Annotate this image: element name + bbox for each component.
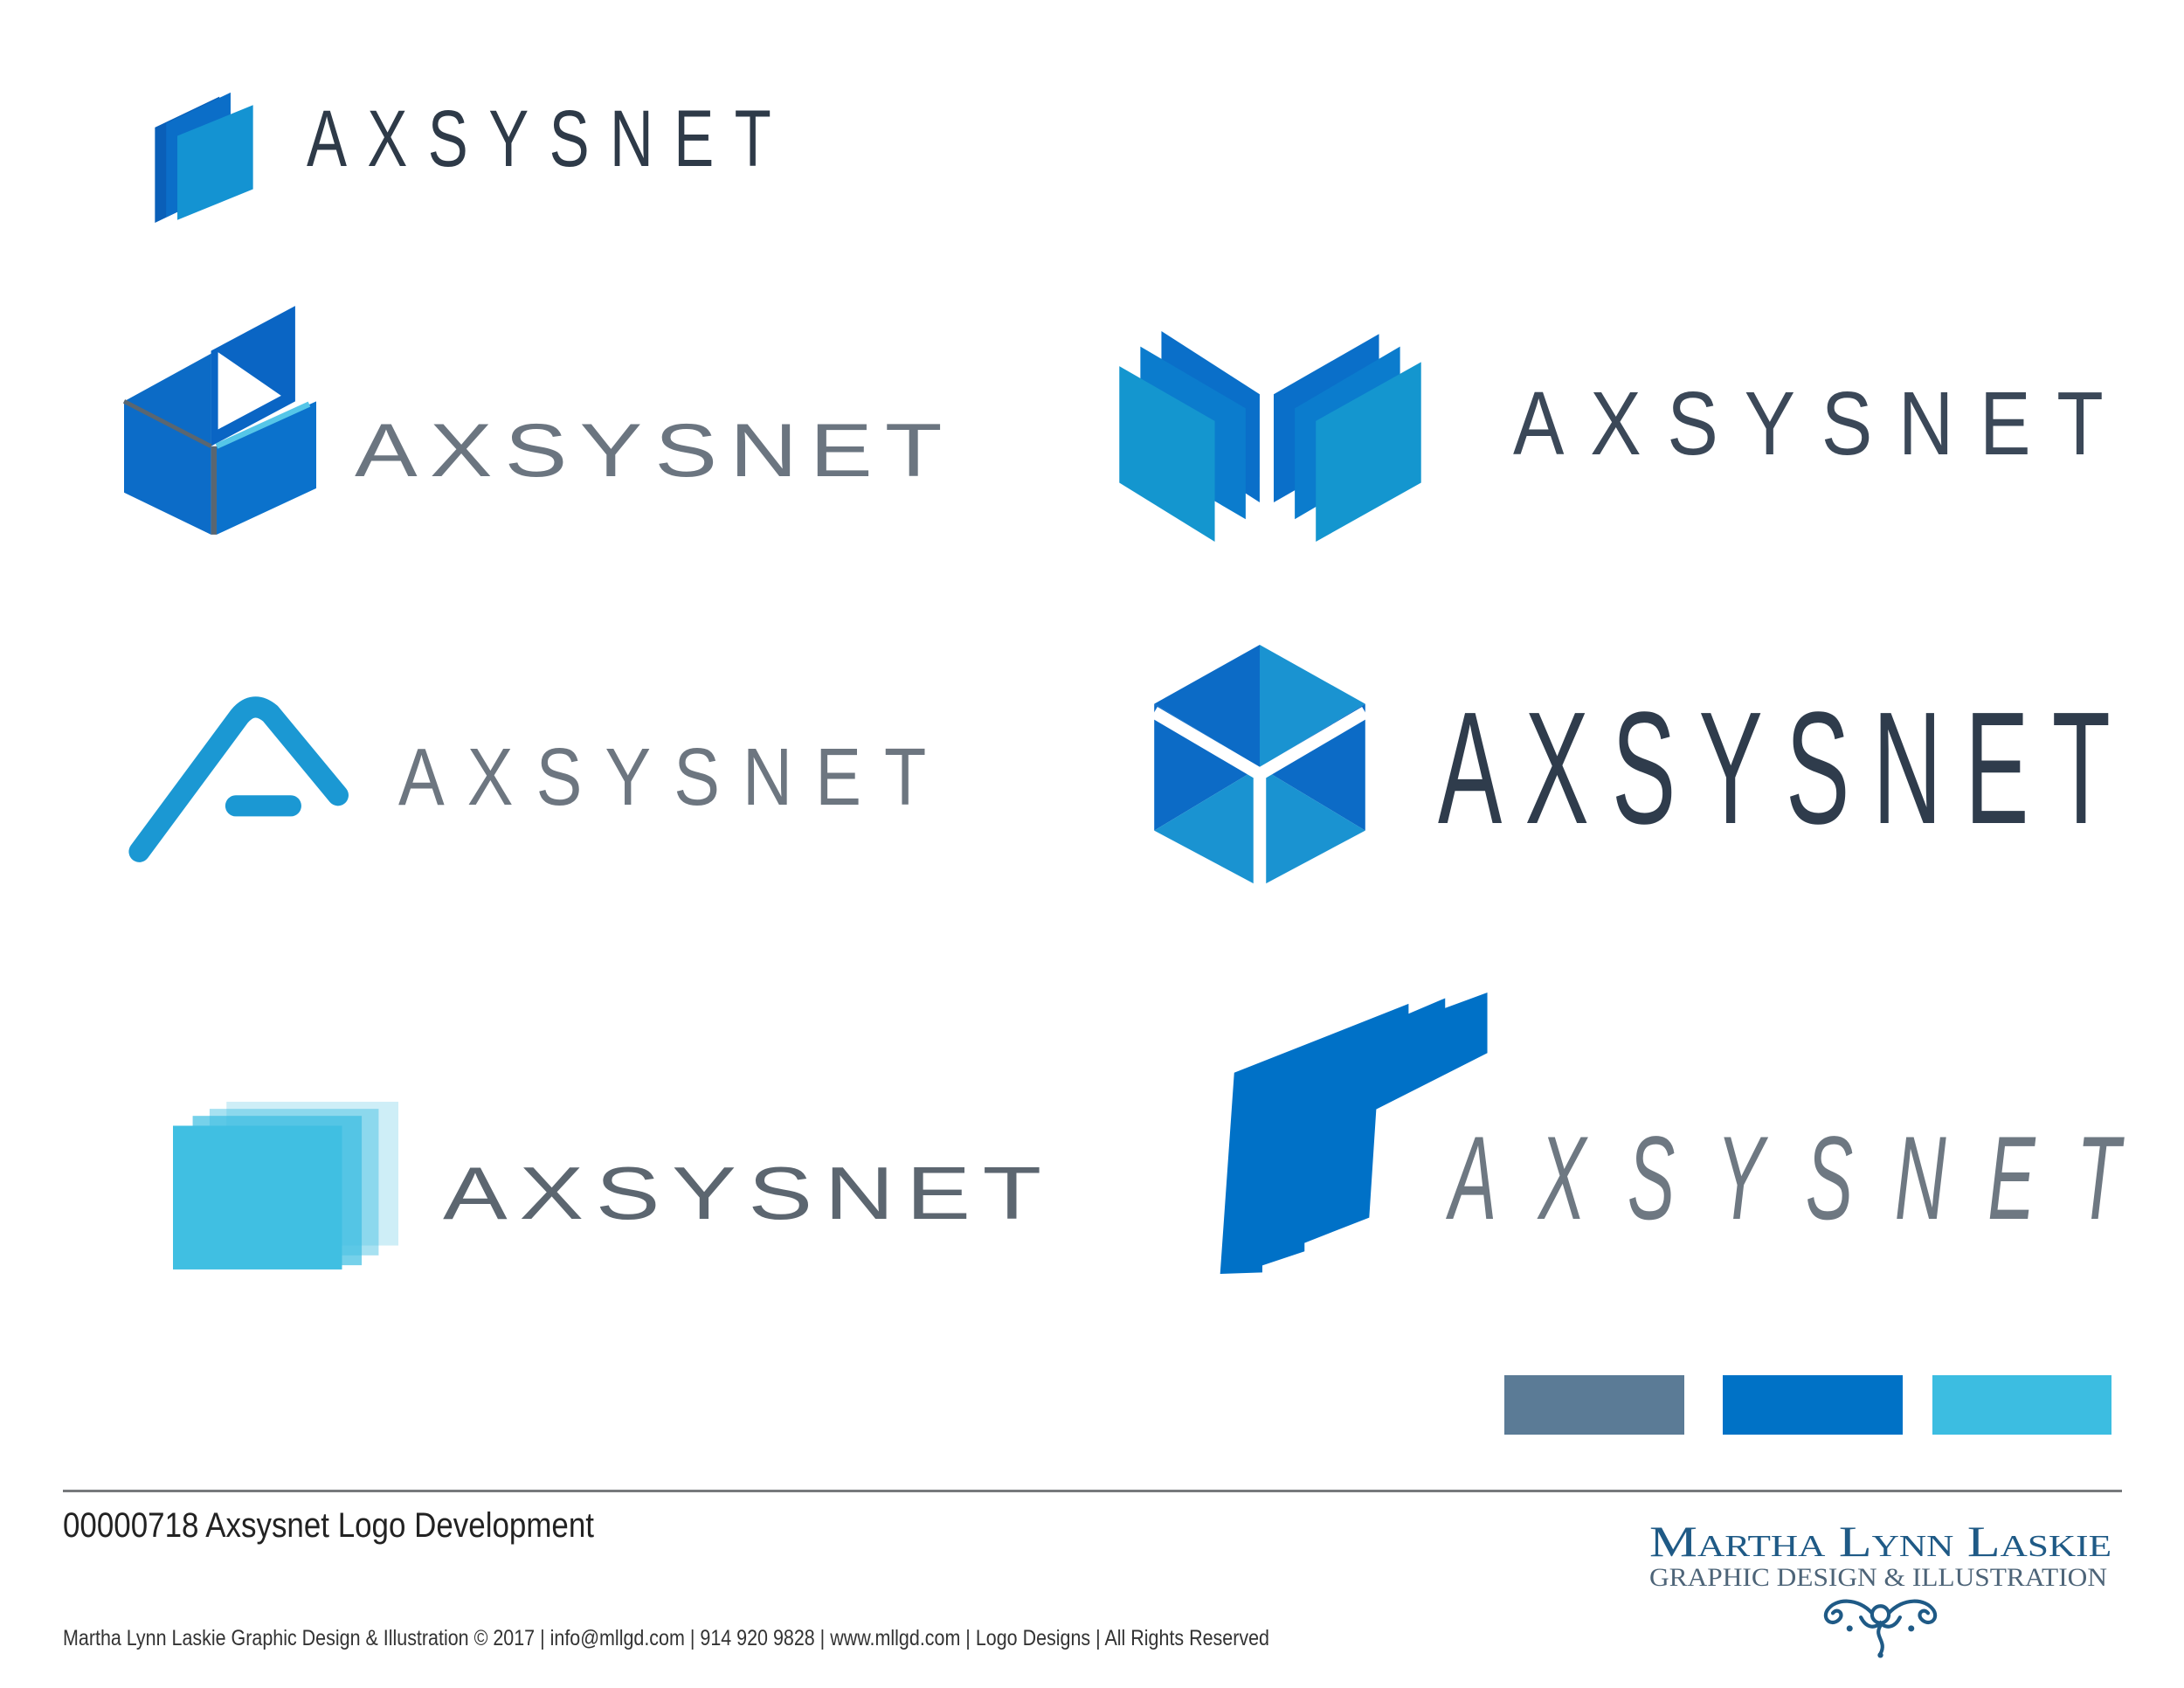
wordmark-3: AXSYSNET — [1513, 373, 2104, 474]
cube-play-icon — [122, 306, 316, 535]
ornament-drop — [1876, 1623, 1884, 1656]
wordmark-text: AXSYSNET — [398, 732, 926, 822]
designer-name: Martha Lynn Laskie — [1649, 1517, 2111, 1566]
bold-angle-icon — [1220, 993, 1488, 1274]
wordmark-text: AXSYSNET — [307, 93, 771, 183]
footer-credits: Martha Lynn Laskie Graphic Design & Illu… — [63, 1626, 1269, 1650]
wordmark-2: AXSYSNET — [355, 408, 943, 492]
swatch-slate — [1504, 1375, 1684, 1435]
designer-tagline-text: GRAPHIC DESIGN & ILLUSTRATION — [1649, 1563, 2107, 1592]
left-page-front — [1119, 366, 1215, 542]
ornament-loops — [1858, 1615, 1903, 1629]
ornament-dot-right — [1908, 1625, 1915, 1632]
a-arc-icon — [128, 696, 349, 862]
left-lower-facet — [1154, 767, 1260, 887]
play-triangle — [218, 352, 281, 430]
ornament-dot-left — [1846, 1625, 1853, 1632]
ornament-left-scroll — [1823, 1599, 1874, 1624]
wordmark-5: AXSYSNET — [1438, 678, 2111, 857]
wordmark-text: AXSYSNET — [1438, 678, 2111, 857]
left-face — [124, 401, 211, 535]
ornament-right-scroll — [1887, 1599, 1938, 1624]
footer-divider — [63, 1490, 2122, 1492]
left-upper-facet — [1154, 703, 1260, 831]
project-title-text: 00000718 Axsysnet Logo Development — [63, 1506, 594, 1545]
top-right-facet — [1260, 645, 1365, 768]
y-divider — [1151, 707, 1369, 887]
wordmark-1: AXSYSNET — [307, 93, 771, 183]
square-front — [173, 1125, 342, 1269]
gray-edge — [122, 399, 212, 448]
right-upper-facet — [1260, 703, 1365, 831]
top-left-facet — [1154, 645, 1260, 768]
wordmark-text: AXSYSNET — [1446, 1110, 2125, 1244]
ornament-icon — [1823, 1599, 1938, 1658]
upper-left-face — [124, 353, 211, 446]
designer-tagline: GRAPHIC DESIGN & ILLUSTRATION — [1649, 1563, 2107, 1592]
stacked-panels-icon — [155, 92, 253, 223]
footer-credits-text: Martha Lynn Laskie Graphic Design & Illu… — [63, 1626, 1269, 1650]
angle-shape — [1220, 993, 1488, 1274]
wordmark-6: AXSYSNET — [443, 1152, 1041, 1235]
arc-stroke — [128, 696, 349, 862]
fading-squares-icon — [173, 1102, 398, 1269]
designer-name-text: Martha Lynn Laskie — [1649, 1517, 2111, 1566]
wordmark-text: AXSYSNET — [443, 1152, 1041, 1235]
project-title: 00000718 Axsysnet Logo Development — [63, 1506, 594, 1545]
swatch-blue — [1723, 1375, 1903, 1435]
center-divider — [211, 446, 217, 535]
panel-front — [177, 105, 253, 220]
crossbar — [225, 795, 301, 817]
open-book-icon — [1119, 331, 1421, 542]
swatch-cyan — [1932, 1375, 2111, 1435]
wordmark-4: AXSYSNET — [398, 732, 926, 822]
right-lower-facet — [1260, 767, 1365, 887]
right-face — [216, 401, 316, 535]
wordmark-7: AXSYSNET — [1446, 1110, 2125, 1244]
wordmark-text: AXSYSNET — [355, 408, 943, 492]
right-page-front — [1316, 362, 1421, 542]
hexagon-cube-icon — [1151, 645, 1369, 887]
wordmark-text: AXSYSNET — [1513, 373, 2104, 474]
ornament-dot-bottom — [1877, 1652, 1883, 1658]
cyan-edge — [215, 401, 311, 449]
